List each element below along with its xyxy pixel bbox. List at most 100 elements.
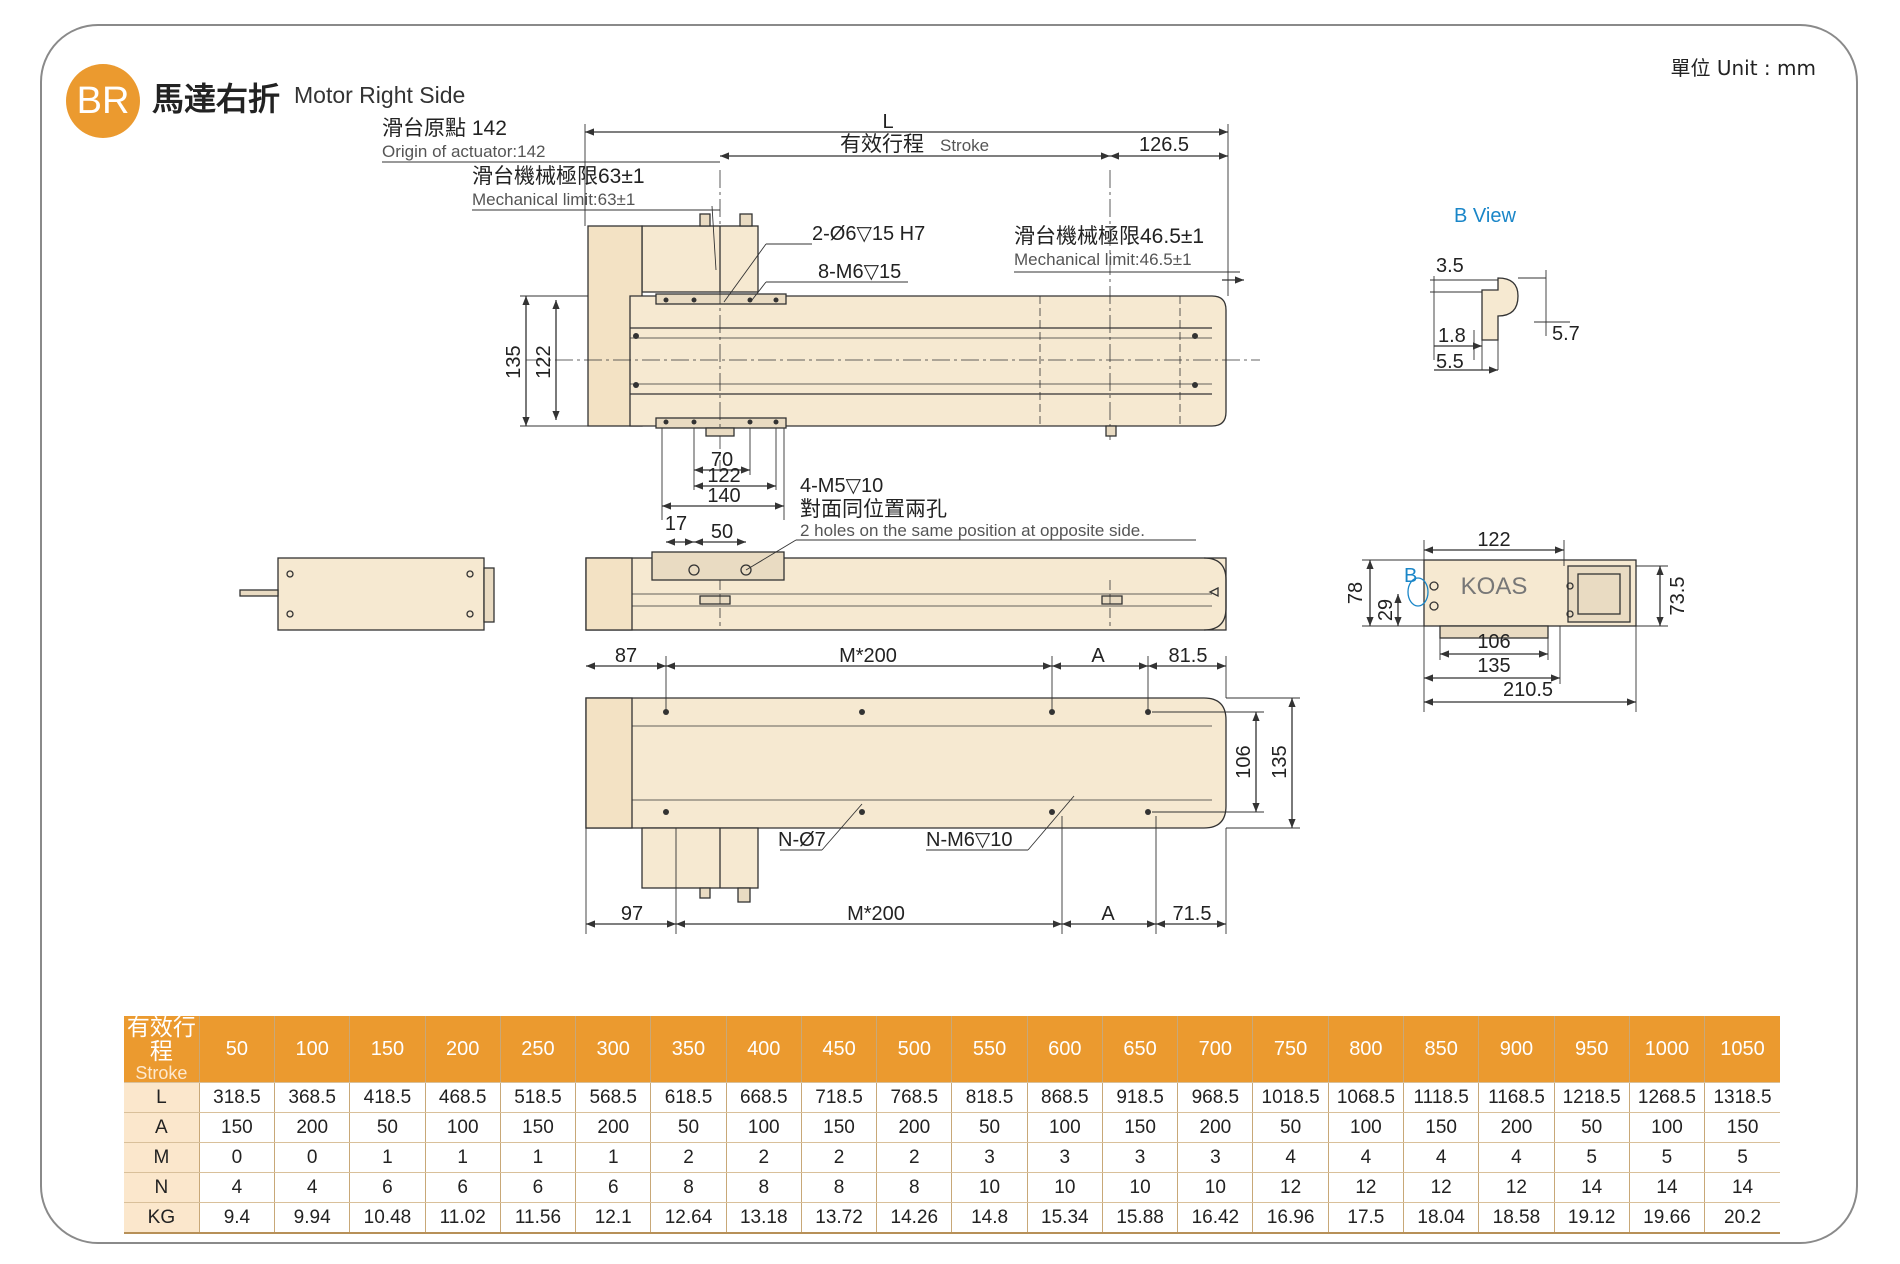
dim-122-top: 122 (533, 345, 555, 378)
actuator-body (629, 295, 1227, 427)
table-cell: 100 (725, 1112, 802, 1143)
table-cell: 1268.5 (1628, 1082, 1705, 1113)
table-cell: 5 (1704, 1142, 1780, 1173)
row-label: M (124, 1142, 200, 1173)
table-cell: 318.5 (198, 1082, 275, 1113)
table-cell: 14.8 (951, 1202, 1028, 1234)
table-cell: 200 (274, 1112, 350, 1143)
table-cell: 4 (198, 1172, 275, 1203)
side-view (239, 538, 1227, 631)
table-cell: 50 (1553, 1112, 1630, 1143)
stroke-label-zh: 有效行程 (840, 133, 924, 156)
mech-limit-right-en: Mechanical limit:46.5±1 (1014, 250, 1192, 269)
table-cell: 200 (1478, 1112, 1555, 1143)
table-cell: 818.5 (951, 1082, 1028, 1113)
table-header-cell: 550 (951, 1016, 1028, 1083)
table-cell: 150 (1704, 1112, 1780, 1143)
end-dim-122: 122 (1477, 529, 1510, 551)
table-cell: 6 (499, 1172, 576, 1203)
table-cell: 16.96 (1252, 1202, 1329, 1234)
table-header-cell: 700 (1177, 1016, 1253, 1083)
table-cell: 12 (1327, 1172, 1404, 1203)
table-cell: 3 (1101, 1142, 1178, 1173)
table-header-cell: 950 (1553, 1016, 1630, 1083)
b-view-dim-5-5: 5.5 (1436, 351, 1464, 373)
end-dim-106: 106 (1477, 631, 1510, 653)
table-header-cell: 150 (349, 1016, 426, 1083)
end-dim-73-5: 73.5 (1667, 577, 1689, 616)
table-cell: 4 (1478, 1142, 1555, 1173)
n-pin-callout: N-Ø7 (778, 829, 826, 851)
table-cell: 15.88 (1101, 1202, 1178, 1234)
motor-body (641, 225, 759, 293)
table-cell: 1168.5 (1478, 1082, 1555, 1113)
pitch-top: M*200 (839, 645, 897, 667)
table-cell: 150 (198, 1112, 275, 1143)
table-cell: 4 (1327, 1142, 1404, 1173)
table-cell: 3 (1026, 1142, 1103, 1173)
end-view (1362, 540, 1668, 712)
dim-106-bottom: 106 (1233, 745, 1255, 778)
table-header-cell: 200 (424, 1016, 501, 1083)
bottom-view (585, 656, 1300, 934)
dim-71-5: 71.5 (1173, 903, 1212, 925)
table-cell: 8 (876, 1172, 952, 1203)
table-cell: 1 (349, 1142, 426, 1173)
table-cell: 10 (951, 1172, 1028, 1203)
table-cell: 9.4 (198, 1202, 275, 1234)
table-cell: 1218.5 (1553, 1082, 1630, 1113)
table-cell: 2 (725, 1142, 802, 1173)
table-header-cell: 50 (198, 1016, 275, 1083)
table-cell: 1068.5 (1327, 1082, 1404, 1113)
table-cell: 0 (274, 1142, 350, 1173)
koas-logo: KOAS (1461, 573, 1528, 600)
table-cell: 8 (650, 1172, 727, 1203)
table-header-cell: 500 (876, 1016, 952, 1083)
table-header-cell: 250 (499, 1016, 576, 1083)
table-cell: 10 (1101, 1172, 1178, 1203)
table-header-cell: 300 (575, 1016, 651, 1083)
table-cell: 5 (1553, 1142, 1630, 1173)
table-cell: 10 (1177, 1172, 1253, 1203)
table-cell: 150 (499, 1112, 576, 1143)
table-cell: 100 (1026, 1112, 1103, 1143)
table-cell: 10 (1026, 1172, 1103, 1203)
unit-note: 單位 Unit : mm (1670, 56, 1817, 80)
table-cell: 18.58 (1478, 1202, 1555, 1234)
dim-140: 140 (707, 485, 740, 507)
table-cell: 13.18 (725, 1202, 802, 1234)
table-cell: 1118.5 (1403, 1082, 1479, 1113)
table-header-cell: 600 (1026, 1016, 1103, 1083)
table-header-cell: 650 (1101, 1016, 1178, 1083)
m5-hole-callout: 4-M5▽10 (800, 475, 883, 497)
table-cell: 50 (1252, 1112, 1329, 1143)
dim-97: 97 (621, 903, 643, 925)
table-header-cell: 1050 (1704, 1016, 1780, 1083)
table-cell: 19.66 (1628, 1202, 1705, 1234)
table-cell: 868.5 (1026, 1082, 1103, 1113)
mech-limit-right-zh: 滑台機械極限46.5±1 (1014, 225, 1204, 248)
end-dim-135: 135 (1477, 655, 1510, 677)
dim-122-slider: 122 (707, 465, 740, 487)
table-cell: 100 (1327, 1112, 1404, 1143)
end-dim-78: 78 (1345, 582, 1367, 604)
dim-87: 87 (615, 645, 637, 667)
table-cell: 918.5 (1101, 1082, 1178, 1113)
table-cell: 17.5 (1327, 1202, 1404, 1234)
table-cell: 368.5 (274, 1082, 350, 1113)
table-cell: 718.5 (800, 1082, 877, 1113)
opposite-side-zh: 對面同位置兩孔 (800, 498, 947, 521)
dim-126-5: 126.5 (1139, 134, 1189, 156)
technical-drawing: L 滑台原點 142 Origin of actuator:142 有效行程 S… (239, 111, 1689, 934)
n-screw-callout: N-M6▽10 (926, 829, 1013, 851)
table-cell: 12.1 (575, 1202, 651, 1234)
table-cell: 2 (876, 1142, 952, 1173)
table-cell: 2 (650, 1142, 727, 1173)
dim-a-bottom: A (1101, 903, 1115, 925)
table-cell: 4 (1252, 1142, 1329, 1173)
mech-limit-left-en: Mechanical limit:63±1 (472, 190, 635, 209)
b-view-title: B View (1454, 205, 1516, 227)
